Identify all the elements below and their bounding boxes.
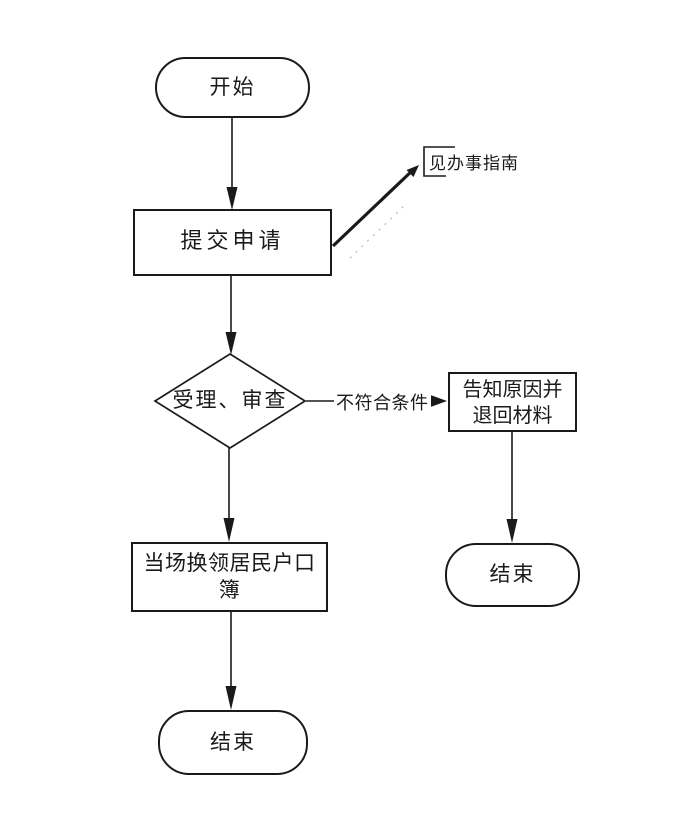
arrowhead-issue-endleft	[225, 686, 237, 710]
node-submit-application: 提交申请	[133, 209, 332, 276]
node-end-right: 结束	[445, 543, 580, 607]
annotation-bracket-icon	[423, 146, 455, 177]
node-start: 开始	[155, 57, 310, 118]
arrowhead-reject-endright	[506, 519, 518, 543]
node-issue-label: 当场换领居民户口簿	[143, 551, 316, 602]
arrowhead-review-issue	[223, 518, 235, 542]
node-end-left-label: 结束	[210, 729, 256, 754]
decision-diamond-shape	[153, 352, 307, 450]
node-review-decision: 受理、审查	[150, 387, 310, 415]
edge-label-not-qualified: 不符合条件	[334, 389, 431, 415]
node-start-label: 开始	[209, 74, 256, 99]
annotation-see-guide: 见办事指南	[429, 154, 519, 174]
node-issue-register: 当场换领居民户口簿	[131, 542, 328, 612]
node-submit-label: 提交申请	[180, 229, 285, 255]
annotation-connector-line	[331, 167, 416, 248]
arrowhead-review-reject	[425, 393, 447, 409]
node-reject-return: 告知原因并退回材料	[448, 372, 577, 432]
node-review-label: 受理、审查	[172, 388, 288, 413]
arrowhead-submit-review	[225, 332, 237, 355]
arrowhead-start-submit	[226, 187, 238, 210]
arrowhead-annotation	[406, 165, 419, 177]
node-reject-label: 告知原因并退回材料	[462, 377, 563, 427]
node-end-right-label: 结束	[489, 562, 536, 587]
annotation-dotted-line	[349, 205, 405, 259]
node-end-left: 结束	[158, 710, 308, 775]
